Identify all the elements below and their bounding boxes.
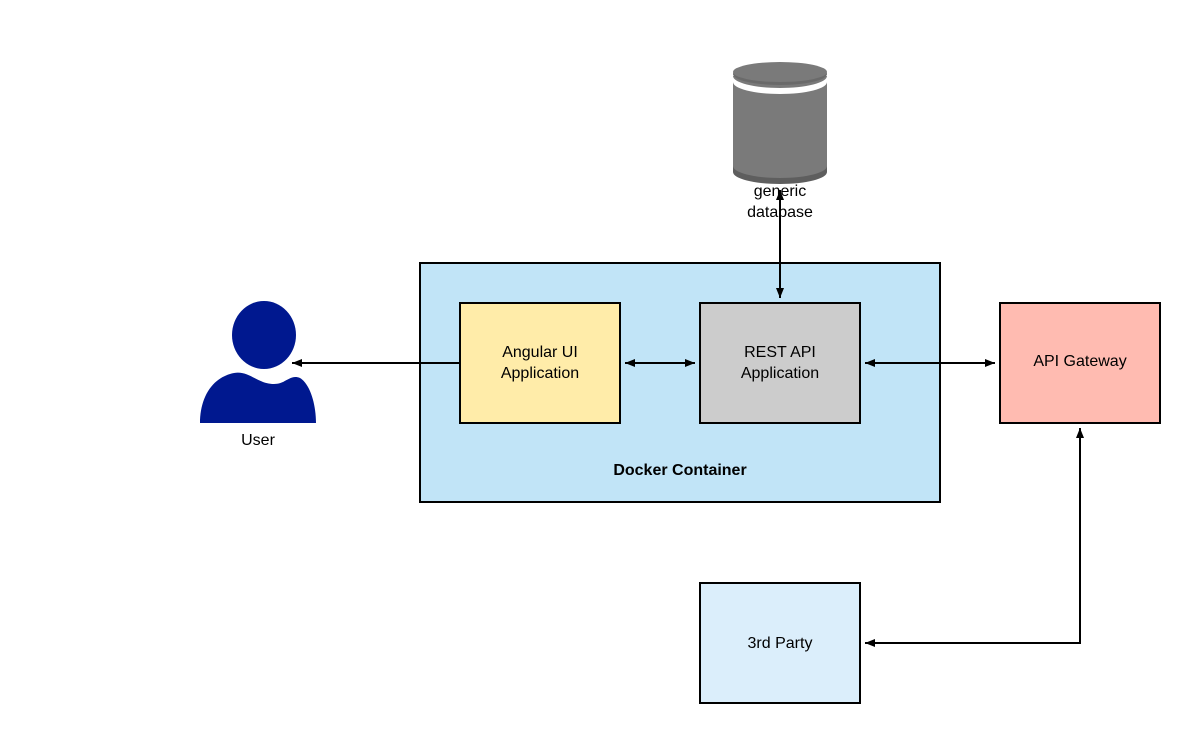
rest-api-node[interactable]: REST API Application — [699, 302, 861, 424]
third-party-label: 3rd Party — [747, 634, 813, 652]
angular-ui-node[interactable]: Angular UI Application — [459, 302, 621, 424]
database-icon[interactable] — [732, 62, 828, 186]
angular-ui-label-line2: Application — [500, 365, 580, 382]
api-gateway-label: API Gateway — [1033, 352, 1127, 370]
angular-ui-label-line1: Angular UI — [502, 344, 578, 361]
rest-api-label-line1: REST API — [744, 344, 816, 361]
docker-container-label: Docker Container — [613, 462, 747, 479]
third-party-node[interactable]: 3rd Party — [699, 582, 861, 704]
api-gateway-node[interactable]: API Gateway — [999, 302, 1161, 424]
user-label: User — [241, 432, 275, 449]
user-icon[interactable] — [198, 300, 318, 424]
edge-gateway-third-party — [865, 428, 1084, 647]
rest-api-label-line2: Application — [740, 365, 820, 382]
